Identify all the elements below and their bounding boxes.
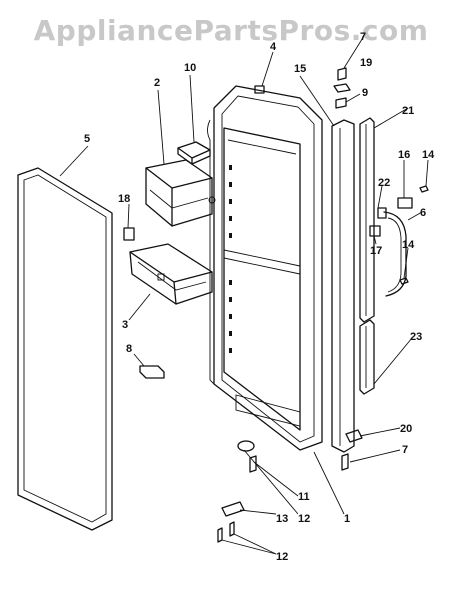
callout-9: 9 [362,87,368,99]
callout-12-mid: 12 [298,513,310,525]
door-bin [129,243,213,305]
bin-retainer [139,365,165,379]
callout-16: 16 [398,149,410,161]
callout-23: 23 [410,331,422,343]
bottom-hinge-pieces [217,440,257,543]
callout-15: 15 [294,63,306,75]
callout-8: 8 [126,343,132,355]
callout-3: 3 [122,319,128,331]
handle-trim-upper [359,117,375,323]
door-shelf-holes [229,165,232,353]
callout-12-bottom: 12 [276,551,288,563]
callout-18: 18 [118,193,130,205]
handle-bracket [369,225,381,237]
trim-bracket [377,207,387,219]
callout-17: 17 [370,245,382,257]
dairy-door [145,159,216,227]
leader-lines [59,35,429,555]
callout-10: 10 [184,62,196,74]
callout-13: 13 [276,513,288,525]
callout-5: 5 [84,133,90,145]
door-handle [383,211,407,297]
callout-14-top: 14 [422,149,435,161]
callout-2: 2 [154,77,160,89]
callout-7-bottom: 7 [402,444,408,456]
callout-4: 4 [270,41,277,53]
handle-trim-lower [359,319,375,395]
callout-1: 1 [344,513,350,525]
callout-7-top: 7 [360,31,366,43]
bottom-hinge-hardware [341,429,363,471]
hinge-pin [123,227,135,241]
trim-rail [331,119,355,453]
callout-6: 6 [420,207,426,219]
callout-14-bottom: 14 [402,239,415,251]
callout-labels: 5 2 10 4 15 18 3 8 7 19 9 21 16 14 22 6 … [84,31,435,563]
callout-11: 11 [298,491,310,503]
door-clip [254,85,265,94]
handle-screws [399,185,429,285]
callout-21: 21 [402,105,414,117]
cap [177,141,211,165]
callout-22: 22 [378,177,390,189]
callout-20: 20 [400,423,412,435]
door-gasket [17,167,113,531]
door-panel [207,85,323,451]
callout-19: 19 [360,57,372,69]
top-hinge-hardware [333,67,351,109]
watermark: AppliancePartsPros.com [33,14,429,47]
handle-cap-top [397,197,413,209]
